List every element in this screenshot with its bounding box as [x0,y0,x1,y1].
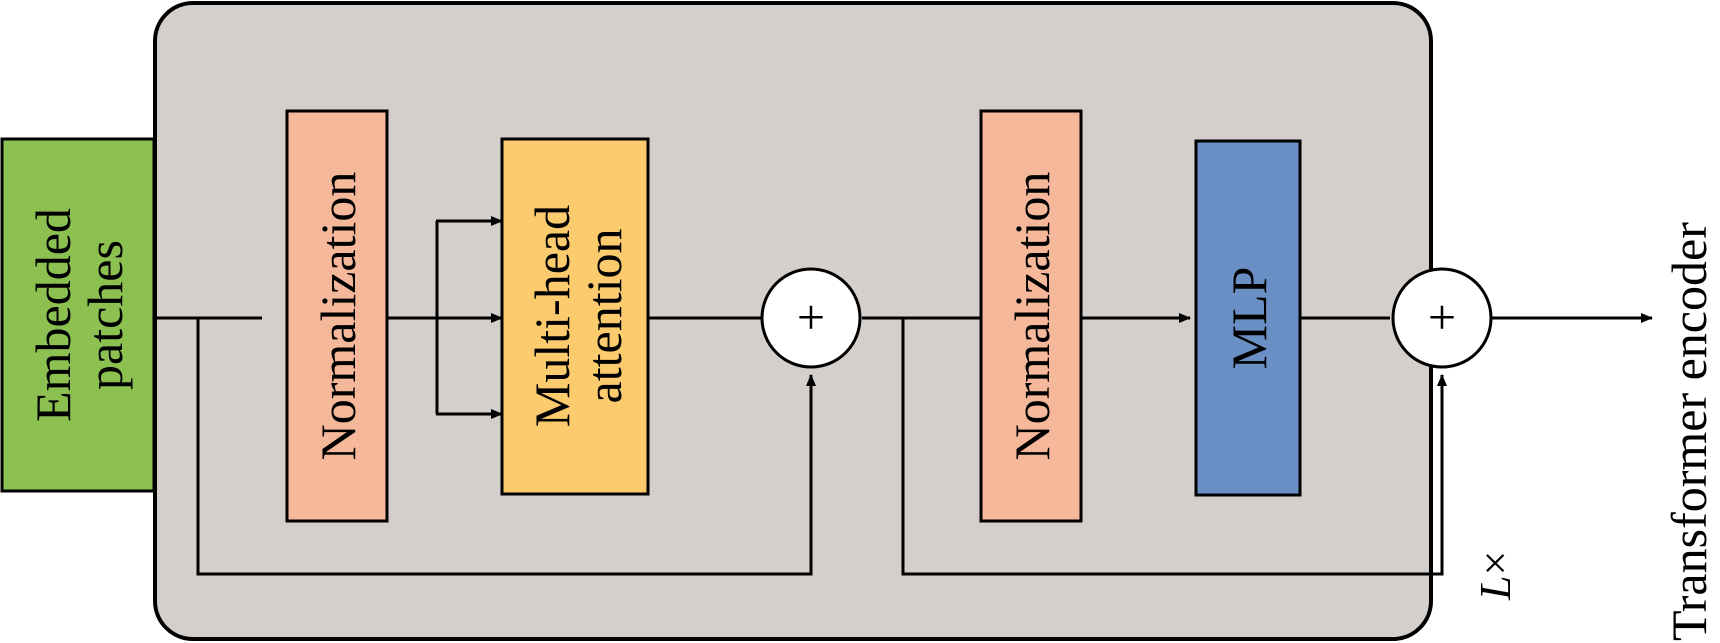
normalization-2-label: Normalization [1004,172,1060,461]
add-2-symbol: + [1428,289,1456,345]
embedded-patches-label-line2: patches [77,240,133,390]
mlp-block: MLP [1194,139,1302,497]
repeat-variable: L [1471,576,1520,601]
residual-path-2 [901,318,1447,576]
connections [140,216,1653,576]
normalization-block-1: Normalization [285,109,389,523]
attention-label-line1: Multi-head [524,205,580,427]
repeat-label: L× [1471,551,1520,601]
multi-head-attention-block: Multi-head attention [500,137,650,496]
residual-path-1 [196,318,816,576]
normalization-1-label: Normalization [310,172,366,461]
attention-label-line2: attention [576,229,632,404]
residual-add-node-1: + [760,267,862,369]
output-label: Transformer encoder [1661,222,1717,641]
embedded-patches-label-line1: Embedded [25,208,81,422]
add-1-symbol: + [797,289,825,345]
residual-add-node-2: + [1391,267,1493,369]
svg-text:L×: L× [1471,551,1520,601]
embedded-patches-block: Embedded patches [0,137,156,493]
normalization-block-2: Normalization [979,109,1083,523]
repeat-times-symbol: × [1471,551,1520,576]
mlp-label: MLP [1221,267,1277,370]
transformer-encoder-output-label: Transformer encoder [1661,222,1717,641]
